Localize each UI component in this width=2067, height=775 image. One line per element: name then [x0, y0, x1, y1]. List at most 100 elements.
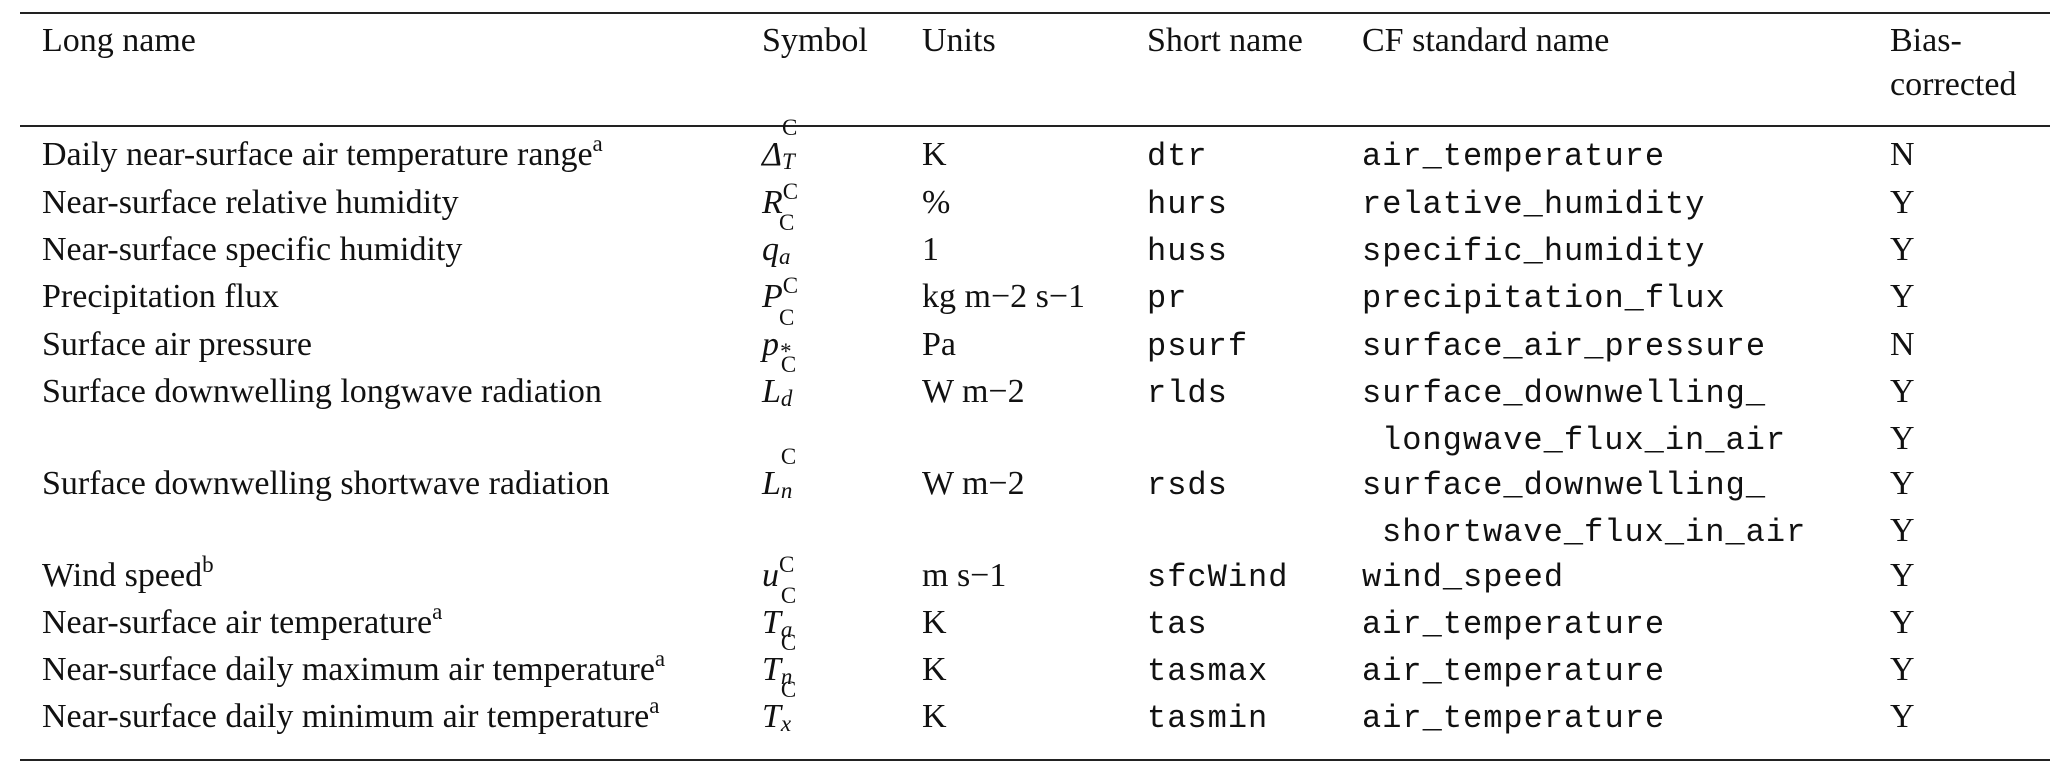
long-name-cell: Surface air pressure	[42, 326, 312, 364]
symbol-superscript: C	[781, 115, 798, 140]
header-bias-line2: corrected	[1890, 66, 2017, 103]
short-name-cell: hurs	[1147, 186, 1228, 223]
short-name-cell: rsds	[1147, 467, 1228, 504]
symbol-superscript: C	[780, 677, 797, 702]
units-cell: 1	[922, 231, 939, 268]
symbol-base: L	[762, 373, 781, 410]
bias-corrected-cell: Y	[1890, 512, 1915, 549]
bias-corrected-cell: N	[1890, 136, 1915, 173]
bias-corrected-cell: Y	[1890, 698, 1915, 735]
short-name-cell: tas	[1147, 606, 1208, 643]
long-name-text: Daily near-surface air temperature range	[42, 136, 593, 173]
units-cell: W m−2	[922, 465, 1025, 502]
units-cell: %	[922, 184, 951, 221]
symbol-superscript: C	[780, 583, 797, 608]
symbol-base: q	[762, 231, 779, 268]
long-name-cell: Surface downwelling shortwave radiation	[42, 465, 609, 503]
cf-name-continuation: longwave_flux_in_air	[1382, 422, 1787, 459]
long-name-text: Near-surface specific humidity	[42, 231, 463, 268]
cf-name-cell: wind_speed	[1362, 559, 1565, 596]
symbol-scripts: C*	[779, 305, 803, 364]
units-cell: K	[922, 604, 947, 641]
symbol-subscript: a	[780, 617, 793, 642]
long-name-text: Near-surface air temperature	[42, 604, 433, 641]
symbol-cell: RC	[762, 179, 798, 222]
bias-corrected-cell: Y	[1890, 184, 1915, 221]
long-name-text: Surface air pressure	[42, 326, 312, 363]
symbol-base: p	[762, 326, 779, 363]
bias-corrected-cell: Y	[1890, 278, 1915, 315]
cf-name-cell: air_temperature	[1362, 138, 1666, 175]
long-name-cell: Wind speedb	[42, 552, 214, 595]
long-name-text: Surface downwelling longwave radiation	[42, 373, 602, 410]
short-name-cell: tasmin	[1147, 700, 1269, 737]
short-name-cell: psurf	[1147, 328, 1249, 365]
table-header-rule	[20, 125, 2050, 127]
long-name-cell: Near-surface air temperaturea	[42, 599, 442, 642]
symbol-base: T	[762, 698, 781, 735]
symbol-superscript: C	[780, 444, 797, 469]
cf-name-cell: relative_humidity	[1362, 186, 1706, 223]
cf-name-cell: surface_air_pressure	[1362, 328, 1767, 365]
symbol-superscript: C	[779, 552, 795, 577]
footnote-marker: a	[649, 693, 660, 718]
long-name-cell: Daily near-surface air temperature range…	[42, 131, 603, 174]
long-name-cell: Surface downwelling longwave radiation	[42, 373, 602, 411]
units-cell: m s−1	[922, 557, 1007, 594]
bias-corrected-cell: Y	[1890, 420, 1915, 457]
cf-name-cell: specific_humidity	[1362, 233, 1706, 270]
units-cell: W m−2	[922, 373, 1025, 410]
cf-name-cell: surface_downwelling_	[1362, 375, 1767, 412]
units-cell: kg m−2 s−1	[922, 278, 1086, 315]
symbol-base: T	[762, 604, 781, 641]
bias-corrected-cell: Y	[1890, 231, 1915, 268]
table-top-rule	[20, 12, 2050, 14]
header-long-name: Long name	[42, 22, 196, 59]
long-name-text: Near-surface daily minimum air temperatu…	[42, 698, 650, 735]
cf-name-cell: precipitation_flux	[1362, 280, 1726, 317]
footnote-marker: a	[654, 646, 666, 671]
symbol-subscript: n	[780, 664, 793, 689]
header-symbol: Symbol	[762, 22, 868, 59]
cf-name-cell: surface_downwelling_	[1362, 467, 1767, 504]
symbol-subscript: *	[779, 339, 791, 364]
bias-corrected-cell: Y	[1890, 373, 1915, 410]
long-name-cell: Near-surface specific humidity	[42, 231, 462, 269]
long-name-text: Precipitation flux	[42, 278, 280, 315]
bias-corrected-cell: Y	[1890, 465, 1915, 502]
header-cf-standard-name: CF standard name	[1362, 22, 1610, 59]
long-name-cell: Near-surface daily minimum air temperatu…	[42, 693, 660, 736]
symbol-subscript: T	[781, 149, 795, 174]
long-name-cell: Precipitation flux	[42, 278, 279, 316]
long-name-cell: Near-surface daily maximum air temperatu…	[42, 646, 665, 689]
symbol-base: L	[762, 465, 781, 502]
short-name-cell: tasmax	[1147, 653, 1269, 690]
footnote-marker: b	[202, 552, 214, 577]
long-name-text: Wind speed	[42, 557, 203, 594]
symbol-superscript: C	[779, 305, 795, 330]
symbol-subscript: a	[779, 244, 791, 269]
units-cell: K	[922, 136, 947, 173]
long-name-text: Near-surface relative humidity	[42, 184, 459, 221]
symbol-superscript: C	[779, 210, 795, 235]
symbol-superscript: C	[782, 179, 799, 204]
symbol-superscript: C	[782, 273, 799, 298]
bias-corrected-cell: Y	[1890, 604, 1915, 641]
symbol-cell: uC	[762, 552, 794, 595]
symbol-superscript: C	[780, 352, 797, 377]
footnote-marker: a	[432, 599, 443, 624]
symbol-subscript: x	[780, 711, 792, 736]
symbol-base: R	[762, 184, 783, 221]
table-bottom-rule	[20, 759, 2050, 761]
short-name-cell: rlds	[1147, 375, 1228, 412]
